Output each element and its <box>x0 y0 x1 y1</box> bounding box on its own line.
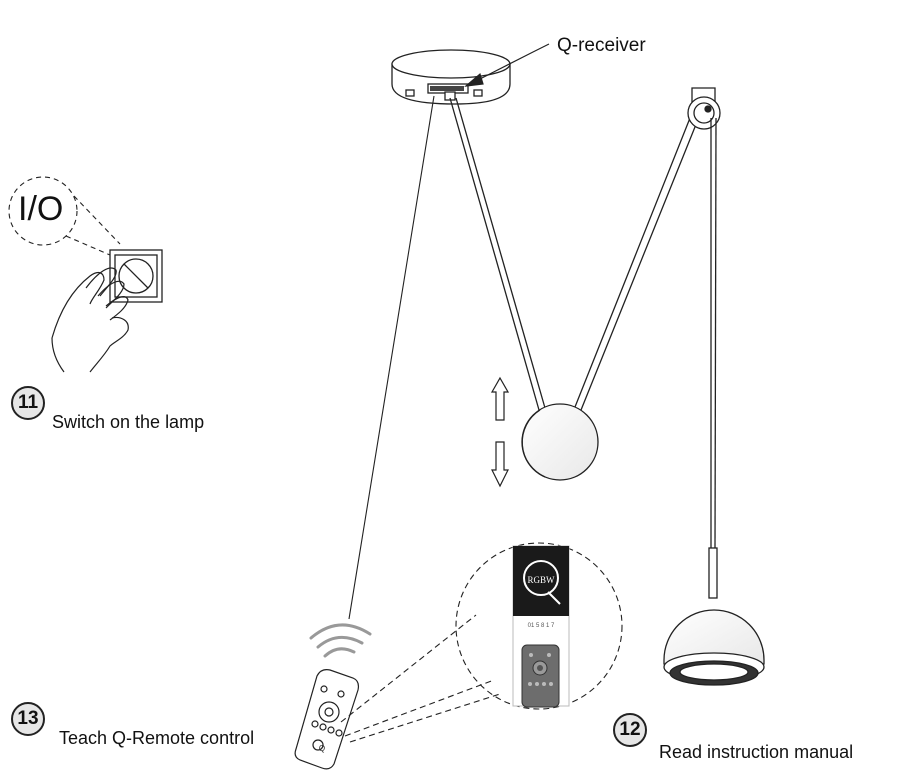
step-label: Read instruction manual <box>659 742 854 762</box>
hand-icon <box>51 267 129 373</box>
manual-code: 01 5 8 1 7 <box>528 623 555 629</box>
receiver-leader-line <box>464 43 550 87</box>
manual-product-name: RGBW <box>528 575 556 585</box>
arrow-up-icon <box>490 376 510 421</box>
manual-zoom-callout <box>340 542 623 743</box>
remote-control-icon <box>294 669 360 770</box>
wifi-signal-icon <box>309 623 372 658</box>
step-number-badge: 12 <box>613 713 647 747</box>
lamp-arm-upper <box>572 112 700 416</box>
pendant-shade <box>663 609 765 686</box>
step-number-badge: 11 <box>11 386 45 420</box>
light-switch-icon <box>109 249 163 303</box>
signal-line <box>348 95 435 620</box>
step-number-badge: 13 <box>11 702 45 736</box>
receiver-callout-label: Q-receiver <box>557 35 646 56</box>
manual-booklet-icon <box>512 545 570 708</box>
lamp-arm <box>449 97 546 411</box>
ball-counterweight <box>521 403 599 481</box>
remote-logo: Q <box>319 744 325 753</box>
pendant-cable <box>708 117 718 599</box>
arrow-down-icon <box>491 441 509 488</box>
pulley <box>687 87 721 130</box>
step-label: Switch on the lamp <box>52 412 205 432</box>
switch-callout <box>8 176 121 259</box>
step-label: Teach Q-Remote control <box>59 728 255 748</box>
ceiling-canopy <box>391 49 511 105</box>
switch-symbol-label: I/O <box>18 190 64 228</box>
